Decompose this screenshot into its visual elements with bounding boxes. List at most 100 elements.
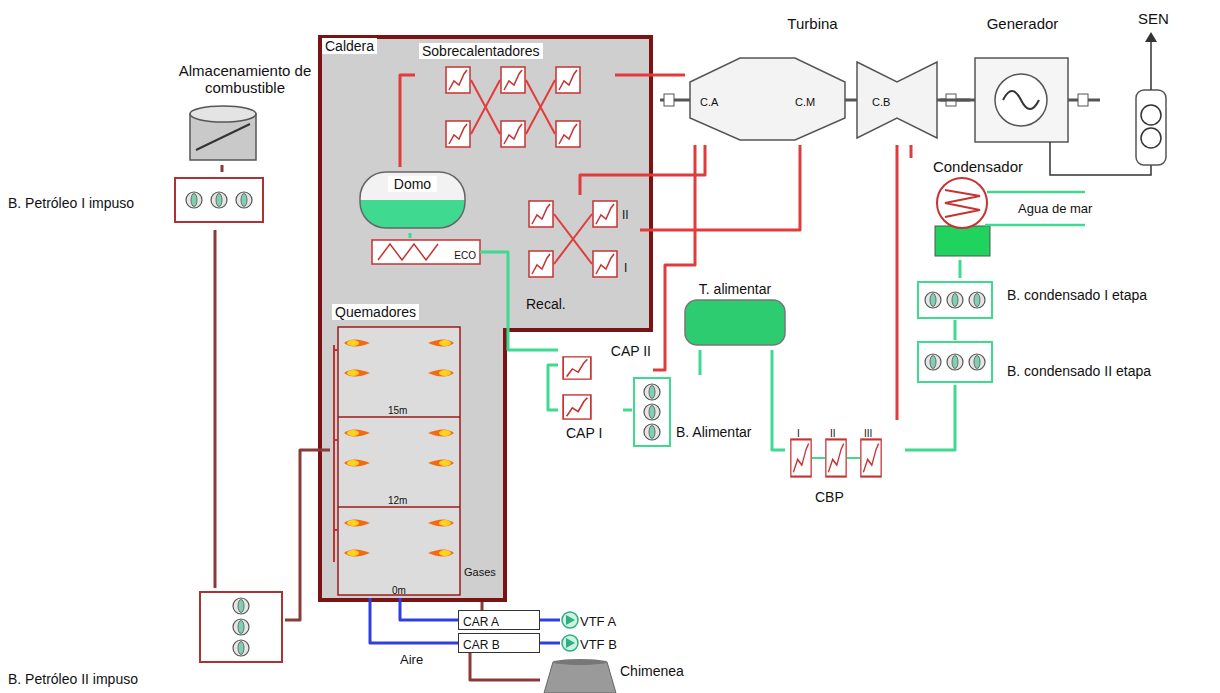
- turbine-casings-part: [690, 58, 845, 140]
- economizer: ECO: [370, 238, 480, 266]
- forced-draft-fan: VTF B: [560, 633, 635, 653]
- label-holder: III: [864, 423, 872, 441]
- burner-levels-part: [344, 520, 370, 527]
- label-holder: C.B: [872, 92, 890, 110]
- annotation-label: Gases: [464, 566, 496, 578]
- node-label: B. Petróleo I impuso: [8, 195, 134, 211]
- label-holder: C.A: [700, 92, 718, 110]
- condensate-pumps-part: [969, 354, 985, 370]
- turbine: Turbina: [685, 15, 940, 145]
- node-label: B. Alimentar: [676, 424, 751, 440]
- chimney-symbol-part: [553, 659, 607, 665]
- reheater-coils-part: [529, 201, 553, 227]
- annotation-label: C.B: [872, 96, 890, 108]
- fan-symbols-part: [566, 638, 575, 648]
- burner-levels-part: [344, 460, 370, 467]
- pipe-line: [481, 602, 484, 610]
- fuel-pumps-part: [211, 192, 227, 208]
- pipe-line: [959, 260, 962, 278]
- pipe-line: [540, 619, 560, 622]
- condensate-pumps-part: [947, 354, 963, 370]
- burner-levels-part: [344, 370, 370, 377]
- transformer-symbol-part: [1136, 90, 1166, 165]
- annotation-label: 15m: [388, 405, 407, 416]
- feed-pumps-part: [634, 378, 670, 446]
- label-holder: Aire: [400, 650, 423, 668]
- reheater-coils-part: [593, 201, 617, 227]
- label-holder: Agua de mar: [1018, 199, 1092, 217]
- steam-drum-part: [360, 172, 465, 228]
- node-label: Chimenea: [620, 663, 684, 679]
- annotation-label: 12m: [388, 495, 407, 506]
- forced-draft-fan: VTF A: [560, 610, 635, 630]
- label-holder: SEN: [1138, 10, 1169, 28]
- node-label: Generador: [987, 15, 1059, 32]
- fuel-storage: Almacenamiento de combustible: [160, 62, 330, 165]
- condensate-pumps-part: [918, 342, 992, 382]
- high-pressure-heaters-part: [563, 357, 591, 379]
- label-holder: 0m: [392, 580, 406, 598]
- label-holder: II: [622, 205, 629, 223]
- pipe-line: [954, 320, 957, 340]
- pipe-line: [409, 233, 412, 238]
- burner-levels: [334, 327, 460, 595]
- pipe-line: [640, 145, 800, 230]
- fuel-pumps: [175, 178, 282, 662]
- pipe-line: [470, 653, 540, 680]
- burner-levels-part: [344, 340, 370, 347]
- node-label: Almacenamiento de combustible: [175, 62, 315, 97]
- feedwater-tank-part: [685, 300, 785, 345]
- chimney-symbol: [544, 659, 616, 693]
- high-pressure-heaters-part: [563, 395, 591, 419]
- node-label: Caldera: [322, 38, 377, 54]
- pipe-line: [615, 74, 685, 77]
- burner-levels-part: [428, 340, 454, 347]
- fuel-pumps-part: [186, 192, 202, 208]
- boiler: CalderaSobrecalentadoresDomoECORecal.Que…: [318, 35, 653, 602]
- steam-drum-part-part: [360, 172, 465, 228]
- fuel-pump-group: B. Petróleo I impuso: [5, 172, 265, 230]
- pipe-line: [653, 145, 695, 370]
- node-label: VTF B: [580, 638, 617, 653]
- node-label: Condensador: [933, 158, 1023, 175]
- fuel-pump-group: B. Petróleo II impuso: [5, 588, 285, 693]
- high-pressure-heaters: [563, 357, 591, 419]
- generator-symbol-part: [1003, 91, 1039, 109]
- chimney: Chimenea: [540, 658, 690, 693]
- node-label: CAP I: [566, 425, 602, 441]
- air-heater: CAR A: [458, 610, 540, 630]
- transformer-symbol-part: [1145, 32, 1157, 42]
- superheater-coils-part: [501, 67, 525, 93]
- feedwater-tank: T. alimentar: [680, 280, 790, 350]
- transformer-symbol-part: [1141, 128, 1161, 148]
- feed-pumps: [634, 378, 670, 446]
- node-label: Domo: [388, 176, 437, 192]
- annotation-label: II: [830, 428, 836, 439]
- generator-symbol-part: [995, 74, 1047, 126]
- condenser: Condensador: [905, 158, 1025, 260]
- fuel-pumps-part: [233, 619, 249, 635]
- fuel-pumps-part: [233, 640, 249, 656]
- burner-levels-part: [428, 520, 454, 527]
- pipe-line: [623, 409, 632, 412]
- generator-symbol-part: [975, 58, 1068, 142]
- low-pressure-heaters-part: [861, 439, 881, 476]
- pipe-line: [905, 385, 955, 450]
- node-label: CAR A: [463, 616, 499, 630]
- boiler-outline-part: [320, 37, 651, 600]
- pipe-line: [910, 145, 913, 158]
- condensate-pump-group: B. condensado I etapa: [915, 278, 1210, 320]
- feed-pumps-part: [644, 424, 660, 440]
- annotation-label: Aire: [400, 652, 423, 667]
- condensate-pumps-part: [918, 282, 992, 318]
- burner-levels-part: [344, 550, 370, 557]
- annotation-label: SEN: [1138, 10, 1169, 27]
- superheater-coils-part: [446, 121, 470, 147]
- annotation-label: 0m: [392, 585, 406, 596]
- burner-group: Quemadores: [330, 303, 460, 598]
- pipe-line: [699, 350, 702, 375]
- fuel-tank-part: [196, 124, 250, 150]
- burner-levels-part: [428, 550, 454, 557]
- fuel-pumps-part: [200, 592, 282, 662]
- pipe-line: [772, 350, 785, 450]
